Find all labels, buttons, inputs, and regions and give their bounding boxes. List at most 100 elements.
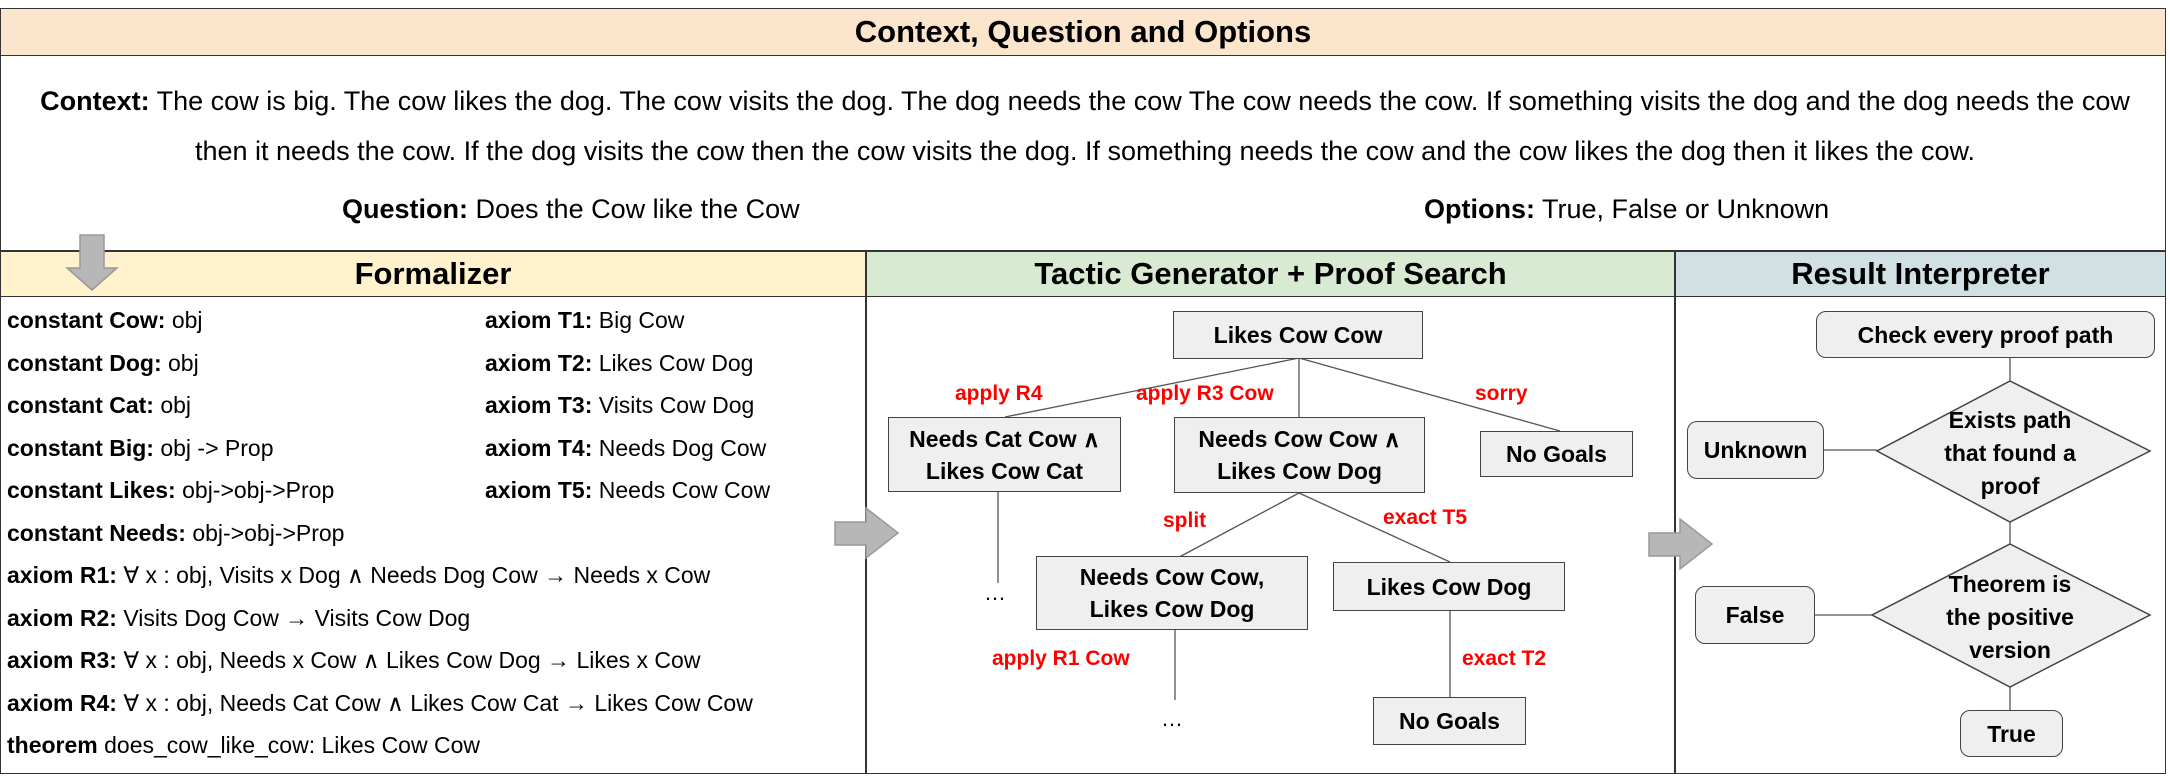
formalizer-keyword: constant Dog: (7, 349, 162, 376)
formalizer-value: ∀ x : obj, Needs x Cow ∧ Likes Cow Dog →… (123, 647, 701, 673)
diamond-line: version (1969, 637, 2051, 663)
formalizer-header: Formalizer (0, 251, 866, 297)
check-proof-paths-box: Check every proof path (1816, 311, 2155, 358)
edge-label-apply-r4: apply R4 (955, 382, 1043, 405)
formalizer-value: Needs Dog Cow (598, 434, 767, 461)
formalizer-value: obj (168, 349, 199, 376)
edge-label-apply-r3: apply R3 Cow (1136, 382, 1274, 405)
formalizer-line: axiom T1: Big Cow (485, 307, 684, 334)
context-text: The cow is big. The cow likes the dog. T… (156, 86, 2130, 166)
formalizer-line: axiom T3: Visits Cow Dog (485, 392, 754, 419)
formalizer-keyword: constant Likes: (7, 477, 176, 503)
node-likes-cow-dog: Likes Cow Dog (1333, 562, 1565, 611)
formalizer-keyword: axiom R3: (7, 647, 117, 673)
question-text: Does the Cow like the Cow (475, 194, 800, 224)
node-line: Needs Cow Cow ∧ (1198, 426, 1401, 452)
formalizer-line: axiom R4: ∀ x : obj, Needs Cat Cow ∧ Lik… (7, 690, 753, 717)
right-arrow-icon (1648, 517, 1714, 571)
formalizer-keyword: axiom T2: (485, 349, 593, 376)
formalizer-line: axiom T5: Needs Cow Cow (485, 477, 770, 504)
formalizer-value: obj->obj->Prop (192, 519, 345, 546)
diamond-2-text: Theorem is the positive version (1900, 568, 2120, 667)
formalizer-line: constant Dog: obj (7, 350, 199, 377)
formalizer-line: constant Cow: obj (7, 307, 203, 334)
formalizer-keyword: axiom R4: (7, 689, 117, 716)
node-line: Likes Cow Cat (925, 457, 1084, 484)
edge-label-split: split (1163, 509, 1207, 532)
formalizer-line: constant Needs: obj->obj->Prop (7, 520, 344, 547)
formalizer-keyword: constant Cat: (7, 392, 154, 418)
diamond-line: that found a (1944, 440, 2076, 466)
formalizer-value: ∀ x : obj, Needs Cat Cow ∧ Likes Cow Cat… (123, 689, 753, 716)
formalizer-keyword: constant Needs: (7, 519, 186, 546)
formalizer-value: ∀ x : obj, Visits x Dog ∧ Needs Dog Cow … (123, 562, 711, 588)
formalizer-keyword: axiom T1: (485, 307, 593, 333)
formalizer-value: Visits Dog Cow → Visits Cow Dog (123, 604, 471, 631)
ellipsis: … (984, 580, 1006, 605)
formalizer-line: theorem does_cow_like_cow: Likes Cow Cow (7, 732, 480, 759)
formalizer-line: axiom R1: ∀ x : obj, Visits x Dog ∧ Need… (7, 562, 710, 589)
formalizer-line: constant Cat: obj (7, 392, 191, 419)
node-needs-cat-cow: Needs Cat Cow ∧ Likes Cow Cat (888, 417, 1121, 492)
formalizer-value: obj (171, 307, 203, 333)
options: Options: True, False or Unknown (1424, 194, 1829, 225)
edge-label-exact-t5: exact T5 (1383, 506, 1468, 529)
context-header: Context, Question and Options (0, 8, 2166, 56)
formalizer-keyword: axiom R2: (7, 604, 117, 631)
decision-diamond-2 (1870, 543, 2152, 688)
formalizer-keyword: axiom T5: (485, 477, 593, 503)
question: Question: Does the Cow like the Cow (342, 194, 800, 225)
formalizer-keyword: axiom T4: (485, 434, 593, 461)
formalizer-line: axiom R2: Visits Dog Cow → Visits Cow Do… (7, 605, 470, 632)
formalizer-value: obj -> Prop (160, 434, 274, 461)
result-header: Result Interpreter (1675, 251, 2166, 297)
false-result: False (1695, 586, 1815, 644)
context-paragraph: Context: The cow is big. The cow likes t… (30, 76, 2140, 176)
right-arrow-icon (834, 506, 900, 560)
node-line: Needs Cat Cow ∧ (909, 425, 1100, 452)
down-arrow-icon (65, 234, 119, 291)
node-no-goals-2: No Goals (1373, 697, 1526, 745)
decision-diamond-1 (1875, 380, 2152, 523)
edge-label-apply-r1: apply R1 Cow (992, 647, 1130, 670)
true-result: True (1960, 710, 2063, 757)
formalizer-value: Needs Cow Cow (598, 477, 771, 503)
diamond-line: Theorem is (1948, 571, 2072, 597)
node-likes-cow-cow: Likes Cow Cow (1173, 311, 1423, 359)
formalizer-line: axiom R3: ∀ x : obj, Needs x Cow ∧ Likes… (7, 647, 700, 674)
formalizer-keyword: axiom R1: (7, 562, 117, 588)
formalizer-value: Big Cow (598, 307, 685, 333)
node-needs-cow-cow-split: Needs Cow Cow, Likes Cow Dog (1036, 556, 1308, 630)
tactic-header: Tactic Generator + Proof Search (866, 251, 1675, 297)
options-label: Options: (1424, 194, 1535, 224)
formalizer-value: obj (160, 392, 192, 418)
formalizer-keyword: constant Cow: (7, 307, 166, 333)
node-line: Likes Cow Dog (1217, 458, 1382, 484)
node-needs-cow-cow: Needs Cow Cow ∧ Likes Cow Dog (1174, 417, 1425, 493)
formalizer-keyword: constant Big: (7, 434, 154, 461)
edge-label-sorry: sorry (1475, 382, 1528, 405)
formalizer-value: Likes Cow Dog (598, 349, 754, 376)
node-line: Needs Cow Cow, (1079, 564, 1265, 590)
context-label: Context: (40, 86, 150, 116)
node-line: Likes Cow Dog (1089, 596, 1255, 622)
formalizer-line: constant Likes: obj->obj->Prop (7, 477, 334, 504)
diamond-line: proof (1980, 473, 2040, 499)
node-no-goals: No Goals (1480, 431, 1633, 477)
edge-label-exact-t2: exact T2 (1462, 647, 1547, 670)
ellipsis: … (1161, 706, 1183, 731)
formalizer-line: axiom T4: Needs Dog Cow (485, 435, 766, 462)
question-label: Question: (342, 194, 468, 224)
formalizer-value: obj->obj->Prop (182, 477, 335, 503)
formalizer-keyword: axiom T3: (485, 392, 593, 418)
formalizer-value: does_cow_like_cow: Likes Cow Cow (104, 732, 480, 758)
formalizer-keyword: theorem (7, 732, 98, 758)
formalizer-line: axiom T2: Likes Cow Dog (485, 350, 753, 377)
diamond-line: Exists path (1948, 407, 2072, 433)
unknown-result: Unknown (1687, 421, 1824, 479)
diamond-1-text: Exists path that found a proof (1900, 404, 2120, 503)
formalizer-value: Visits Cow Dog (598, 392, 755, 418)
formalizer-line: constant Big: obj -> Prop (7, 435, 274, 462)
diamond-line: the positive (1946, 604, 2074, 630)
